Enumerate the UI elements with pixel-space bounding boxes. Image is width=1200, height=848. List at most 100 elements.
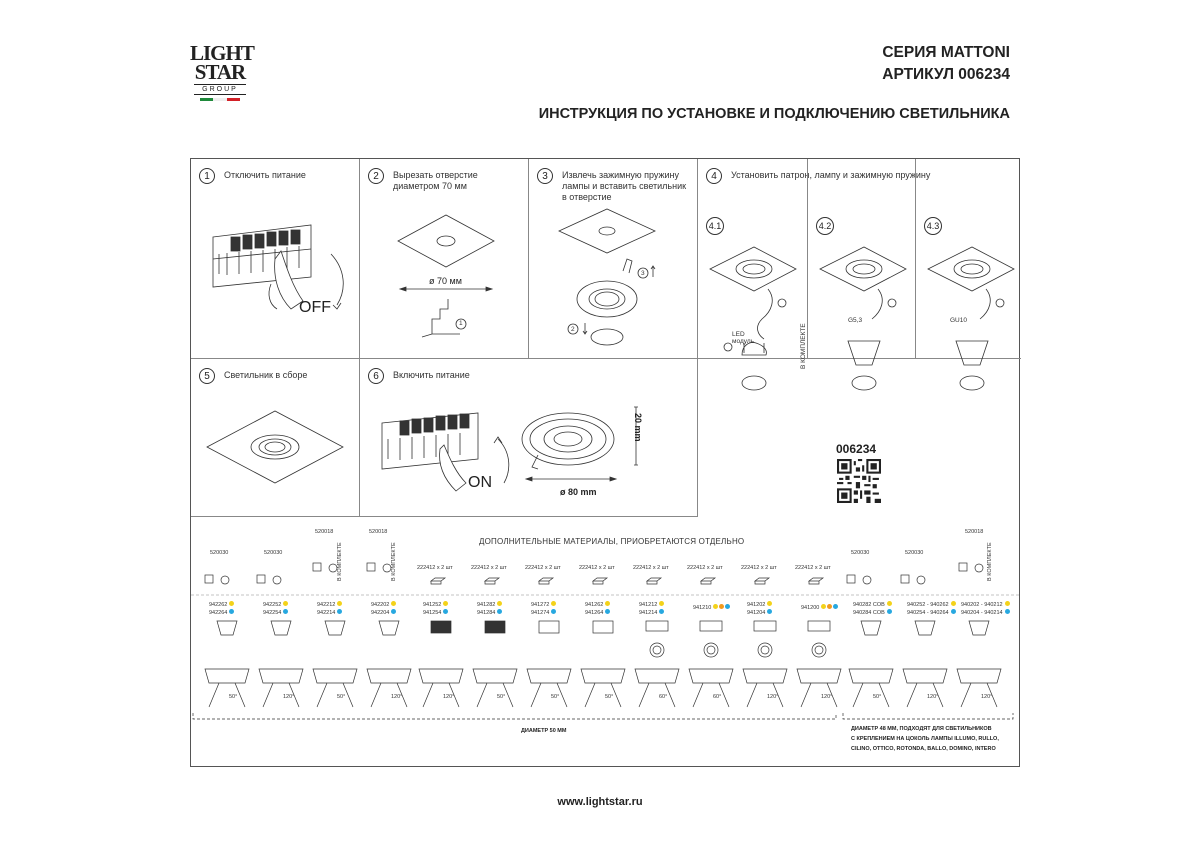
lamp-drawing xyxy=(378,620,400,636)
beam-drawing xyxy=(906,682,944,708)
lamp-drawing xyxy=(270,620,292,636)
lamp-code: 941264 xyxy=(585,610,604,616)
accessory-code: 520018 xyxy=(315,529,334,535)
beam-drawing xyxy=(422,682,460,708)
fixture-profile-drawing xyxy=(902,668,948,684)
lamp-code: 941210 xyxy=(693,605,712,611)
lamp-drawing xyxy=(968,620,990,636)
warm-light-dot-icon xyxy=(950,601,956,606)
fixture-profile-drawing xyxy=(366,668,412,684)
accessory-drawing xyxy=(204,574,214,584)
lamp-code: 942254 xyxy=(263,610,282,616)
diameter-48-line-1: ДИАМЕТР 48 ММ, ПОДХОДЯТ ДЛЯ СВЕТИЛЬНИКОВ xyxy=(851,726,992,732)
website-link[interactable]: www.lightstar.ru xyxy=(557,796,643,808)
lamp-code: 940284 COB xyxy=(853,610,885,616)
fixture-profile-drawing xyxy=(418,668,464,684)
lamp-drawing xyxy=(324,620,346,636)
accessory-drawing xyxy=(846,574,856,584)
logo-line-3: GROUP xyxy=(194,84,246,95)
step-number: 1 xyxy=(199,168,215,184)
beam-drawing xyxy=(960,682,998,708)
lamp-lens-drawing xyxy=(760,645,770,655)
product-code: 006234 xyxy=(836,442,877,456)
kit-drawing xyxy=(483,577,501,585)
step-number: 5 xyxy=(199,368,215,384)
lamp-lens-drawing xyxy=(811,642,827,658)
diameter-50-label: ДИАМЕТР 50 ММ xyxy=(521,728,567,734)
instruction-frame: 1 Отключить питание OFF 2 Вырезать отвер… xyxy=(190,158,1021,767)
warm-light-dot-icon xyxy=(821,604,827,609)
fixture-profile-drawing xyxy=(204,668,250,684)
cool-light-dot-icon xyxy=(443,609,449,614)
cool-light-dot-icon xyxy=(1004,609,1010,614)
warm-light-dot-icon xyxy=(713,604,719,609)
lamp-lens-drawing xyxy=(757,642,773,658)
lamp-lens-drawing xyxy=(814,645,824,655)
kit-drawing xyxy=(753,577,771,585)
assembled-fixture-illustration xyxy=(206,410,344,484)
accessory-drawing xyxy=(366,562,376,572)
kit-label: 222412 x 2 шт xyxy=(525,565,561,571)
lamp-drawing xyxy=(914,620,936,636)
cool-light-dot-icon xyxy=(391,609,397,614)
kit-label: 222412 x 2 шт xyxy=(633,565,669,571)
in-kit-label: В КОМПЛЕКТЕ xyxy=(987,542,993,581)
lamp-code: 941262 xyxy=(585,602,604,608)
in-kit-label: В КОМПЛЕКТЕ xyxy=(391,542,397,581)
fixture-profile-drawing xyxy=(796,668,842,684)
beam-drawing xyxy=(370,682,408,708)
warm-light-dot-icon xyxy=(283,601,289,606)
substep-number: 4.3 xyxy=(924,217,942,235)
accessory-drawing xyxy=(382,563,392,573)
substep-number: 4.2 xyxy=(816,217,834,235)
step-2: 2 Вырезать отверстие диаметром 70 мм ø 7… xyxy=(360,159,529,359)
beam-angle-label: 50° xyxy=(605,694,614,700)
substep-4-3: 4.3 xyxy=(916,159,1021,359)
warm-light-dot-icon xyxy=(229,601,235,606)
fixture-profile-drawing xyxy=(580,668,626,684)
cool-light-dot-icon xyxy=(337,609,343,614)
lamp-lens-drawing xyxy=(652,645,662,655)
neutral-light-dot-icon xyxy=(827,604,833,609)
lamp-drawing xyxy=(430,620,452,634)
beam-drawing xyxy=(800,682,838,708)
warm-light-dot-icon xyxy=(605,601,611,606)
callout-2: 2 xyxy=(571,326,575,333)
in-kit-vertical-label: В КОМПЛЕКТЕ xyxy=(800,323,807,369)
lamp-code: 941212 xyxy=(639,602,658,608)
lamp-code: 942252 xyxy=(263,602,282,608)
callout-3: 3 xyxy=(641,270,645,277)
lamp-code: 941204 xyxy=(747,610,766,616)
lamp-code: 940254 - 940264 xyxy=(907,610,949,616)
accessory-code: 520030 xyxy=(264,550,283,556)
step-number: 6 xyxy=(368,368,384,384)
lamp-code: 941274 xyxy=(531,610,550,616)
beam-angle-label: 120° xyxy=(391,694,403,700)
insert-fixture-illustration xyxy=(558,208,656,346)
step-text: Включить питание xyxy=(393,370,470,380)
accessory-drawing xyxy=(272,575,282,585)
accessory-drawing xyxy=(312,562,322,572)
lamp-code: 941284 xyxy=(477,610,496,616)
substep-number: 4.1 xyxy=(706,217,724,235)
module-label: модуль xyxy=(732,338,755,345)
step-number: 2 xyxy=(368,168,384,184)
cool-light-dot-icon xyxy=(886,609,892,614)
lamp-code-group: 942252 942254 xyxy=(263,601,289,617)
lamp-code: 941272 xyxy=(531,602,550,608)
beam-angle-label: 120° xyxy=(443,694,455,700)
qr-code-icon xyxy=(837,459,881,503)
hole-diameter-label: ø 70 мм xyxy=(429,276,462,286)
accessory-code: 520018 xyxy=(965,529,984,535)
cool-light-dot-icon xyxy=(605,609,611,614)
accessory-code: 520030 xyxy=(905,550,924,556)
warm-light-dot-icon xyxy=(497,601,503,606)
step-text: Светильник в сборе xyxy=(224,370,308,380)
height-dimension: 20 mm xyxy=(633,413,643,442)
cool-light-dot-icon xyxy=(950,609,956,614)
